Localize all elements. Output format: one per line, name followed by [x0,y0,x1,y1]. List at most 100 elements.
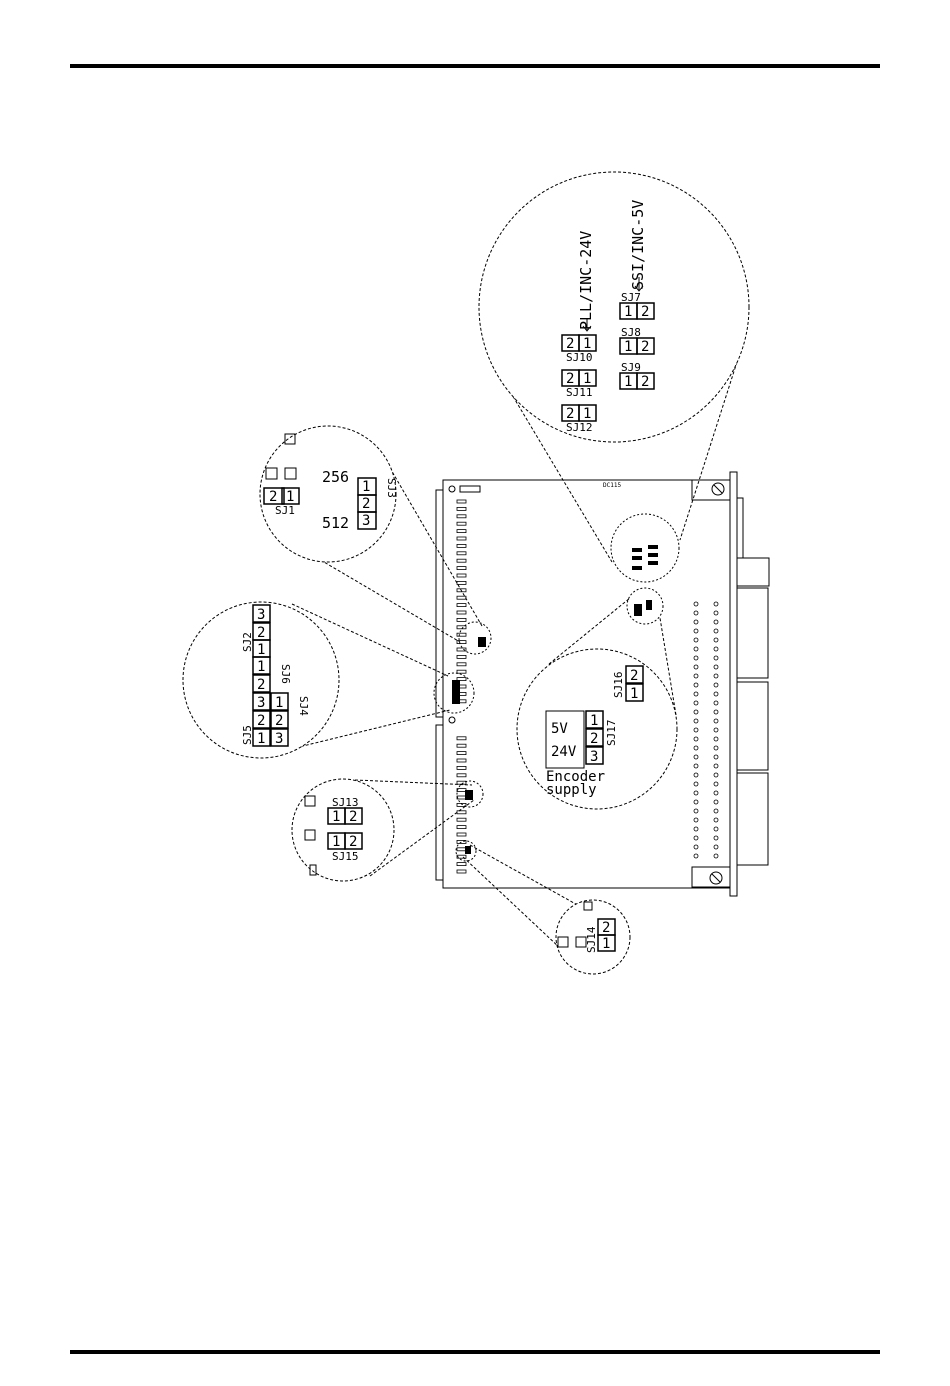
pcb-pin [714,791,718,795]
sj8-pin-1: 1 [624,339,632,355]
pcb-pin [694,800,698,804]
pcb-pin [714,809,718,813]
callout-sj13-sj15: 1 2 SJ13 1 2 SJ15 [292,779,394,881]
sj17-pin-1: 1 [590,713,598,729]
sj13-pin-2: 2 [349,809,357,825]
sj7-pin-1: 1 [624,304,632,320]
sj1-pin-left: 2 [269,489,277,505]
sj12-pin-1: 1 [583,406,591,422]
pcb-pin [694,809,698,813]
pcb-pad [457,774,466,777]
pcb-pad [457,781,466,784]
pcb-pad [457,596,466,599]
pcb-pad [457,537,466,540]
sj9-pin-2: 2 [641,374,649,390]
sj5-pin-2: 2 [257,713,265,729]
pcb-pin [694,620,698,624]
pcb-pad [457,752,466,755]
sj14-label: SJ14 [585,926,598,953]
pcb-pin [714,692,718,696]
pcb-pin [694,710,698,714]
sj1-pin-right: 1 [286,489,294,505]
pcb-pad [457,500,466,503]
sj16-pin-1: 1 [630,686,638,702]
sj17-pin-2: 2 [590,731,598,747]
pcb-pin [714,836,718,840]
pcb-pad [457,618,466,621]
callout-encoder-supply: 2 1 SJ16 1 2 3 SJ17 5V 24V Encoder suppl… [517,649,677,809]
pcb-pin [714,746,718,750]
footer-rule [70,1350,880,1354]
pcb-pad [457,663,466,666]
pcb-pad [457,766,466,769]
pcb-pin [714,719,718,723]
sj3-pin-2: 2 [362,496,370,512]
pcb-pin [714,728,718,732]
pcb-pad [457,796,466,799]
sj14-pin-1: 1 [602,936,610,952]
pcb-pin [714,764,718,768]
sj3-pin-3: 3 [362,513,370,529]
pcb-pin [714,782,718,786]
supply-5v-label: 5V [551,721,568,737]
pcb-pin [714,818,718,822]
pcb-pin [694,818,698,822]
pcb-pin [694,845,698,849]
sj14-pin-2: 2 [602,920,610,936]
pcb-pad [457,581,466,584]
sj10-pin-1: 1 [583,336,591,352]
pcb-pad [457,826,466,829]
pcb-pin [694,782,698,786]
pcb-pad [457,655,466,658]
pcb-pad [457,848,466,851]
callout-encoder-jumpers: 2 1 SJ10 2 1 SJ11 2 1 SJ12 SJ7 1 2 SJ8 1… [479,172,749,442]
pcb-pin [694,728,698,732]
sj7-label: SJ7 [621,291,641,304]
sj15-label: SJ15 [332,850,359,863]
callout-sj2-sj6: 3 2 1 SJ2 1 2 SJ6 3 2 1 SJ5 1 2 3 SJ4 [183,602,339,758]
sj2-label: SJ2 [241,632,254,652]
sj12-pin-2: 2 [566,406,574,422]
pll-inc-24v-label: PLL/INC-24V [577,231,595,330]
pcb-pin [714,647,718,651]
sj4-pin-2: 2 [275,713,283,729]
pcb-pin [714,656,718,660]
pcb-pin [714,755,718,759]
pcb-pad [457,737,466,740]
sj15-pin-2: 2 [349,834,357,850]
pcb-pad [457,863,466,866]
sj3-pin-1: 1 [362,479,370,495]
sj9-label: SJ9 [621,361,641,374]
pcb-pin [694,665,698,669]
pcb-pin [694,683,698,687]
header-rule [70,64,880,68]
pcb-pad [457,522,466,525]
pcb-pin [694,629,698,633]
sj5-pin-1: 1 [257,731,265,747]
pcb-pin [714,800,718,804]
pcb-pad [457,574,466,577]
sj5-label: SJ5 [241,725,254,745]
pcb-pin [714,773,718,777]
sj11-pin-2: 2 [566,371,574,387]
pcb-pin [714,710,718,714]
pcb-pin [714,683,718,687]
sj10-label: SJ10 [566,351,593,364]
pcb-pin [694,701,698,705]
pcb-pin [694,773,698,777]
sj4-label: SJ4 [297,696,310,716]
pcb-pin [694,836,698,840]
pcb-pad [457,633,466,636]
pcb-pad [457,544,466,547]
sj9-pin-1: 1 [624,374,632,390]
sj2-pin-3: 3 [257,607,265,623]
pcb-pad [457,818,466,821]
pcb-pad [457,870,466,873]
pcb-pin [694,854,698,858]
sj1-label: SJ1 [275,504,295,517]
sj16-label: SJ16 [612,672,625,699]
pcb-pin [714,737,718,741]
supply-24v-label: 24V [551,744,577,760]
pcb-pad [457,648,466,651]
pcb-pad [457,604,466,607]
